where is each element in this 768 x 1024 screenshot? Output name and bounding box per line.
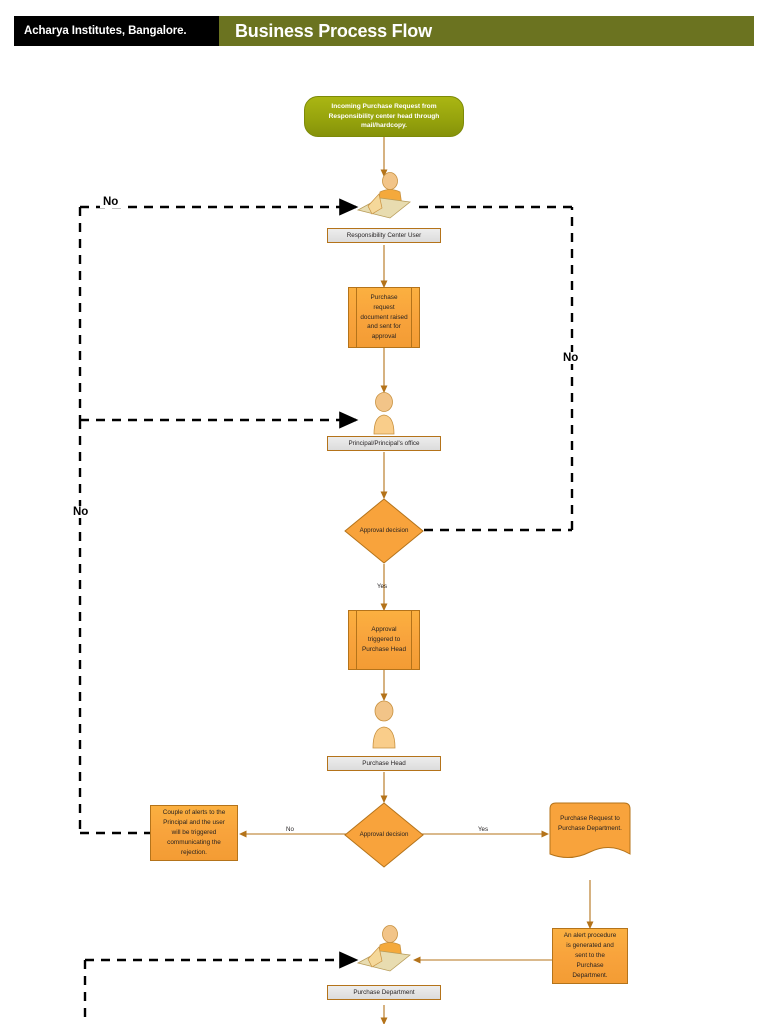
- approval-decision-1-text: Approval decision: [359, 527, 409, 535]
- label-purchase-head: Purchase Head: [362, 760, 406, 767]
- node-incoming-request[interactable]: Incoming Purchase Request from Responsib…: [304, 96, 464, 137]
- edge-label-yes-2: Yes: [478, 826, 489, 833]
- plate-principal-office[interactable]: Principal/Principal's office: [327, 436, 441, 451]
- responsibility-center-user-icon: [356, 172, 411, 219]
- principal-office-icon: [373, 392, 395, 435]
- node-alert-procedure[interactable]: An alert procedure is generated and sent…: [552, 928, 628, 984]
- purchase-head-icon: [372, 700, 396, 749]
- dashed-connectors: [78, 198, 574, 1024]
- header-title-block: Business Process Flow: [219, 16, 754, 46]
- label-principal-office: Principal/Principal's office: [348, 440, 420, 447]
- edge-label-yes-1: Yes: [377, 583, 388, 590]
- node-purchase-request-out-text: Purchase Request to Purchase Department.: [558, 814, 622, 832]
- loop-label-no-mid-left: No: [70, 506, 92, 518]
- page-title: Business Process Flow: [235, 20, 432, 41]
- node-alert-procedure-text: An alert procedure is generated and sent…: [563, 932, 617, 979]
- node-purchase-request-document[interactable]: Purchase request document raised and sen…: [348, 287, 420, 348]
- approval-decision-2-shape: [344, 802, 424, 868]
- edge-label-no-small: No: [286, 826, 294, 833]
- solid-connectors: [238, 137, 594, 1024]
- plate-purchase-department[interactable]: Purchase Department: [327, 985, 441, 1000]
- node-approval-decision-1[interactable]: Approval decision: [344, 498, 424, 564]
- node-rejection-alerts[interactable]: Couple of alerts to the Principal and th…: [150, 805, 238, 861]
- document-shape: [549, 802, 631, 858]
- loop-label-no-right: No: [560, 352, 582, 364]
- node-approval-triggered[interactable]: Approval triggered to Purchase Head: [348, 610, 420, 670]
- approval-decision-2-text: Approval decision: [359, 831, 409, 839]
- page-header: Acharya Institutes, Bangalore. Business …: [14, 16, 754, 46]
- label-responsibility-center-user: Responsibility Center User: [346, 232, 422, 239]
- node-incoming-request-text: Incoming Purchase Request from Responsib…: [328, 103, 440, 130]
- node-approval-triggered-text: Approval triggered to Purchase Head: [361, 626, 407, 653]
- node-rejection-alerts-text: Couple of alerts to the Principal and th…: [162, 809, 226, 856]
- node-approval-decision-2[interactable]: Approval decision: [344, 802, 424, 868]
- plate-purchase-head[interactable]: Purchase Head: [327, 756, 441, 771]
- loop-label-no-top-left: No: [100, 196, 122, 208]
- purchase-department-icon: [356, 925, 411, 972]
- header-institute-block: Acharya Institutes, Bangalore.: [14, 16, 219, 46]
- approval-decision-1-shape: [344, 498, 424, 564]
- label-purchase-department: Purchase Department: [353, 989, 415, 996]
- plate-responsibility-center-user[interactable]: Responsibility Center User: [327, 228, 441, 243]
- institute-name: Acharya Institutes, Bangalore.: [24, 25, 187, 37]
- node-purchase-request-document-text: Purchase request document raised and sen…: [360, 293, 408, 341]
- node-purchase-request-out[interactable]: Purchase Request to Purchase Department.: [549, 802, 631, 866]
